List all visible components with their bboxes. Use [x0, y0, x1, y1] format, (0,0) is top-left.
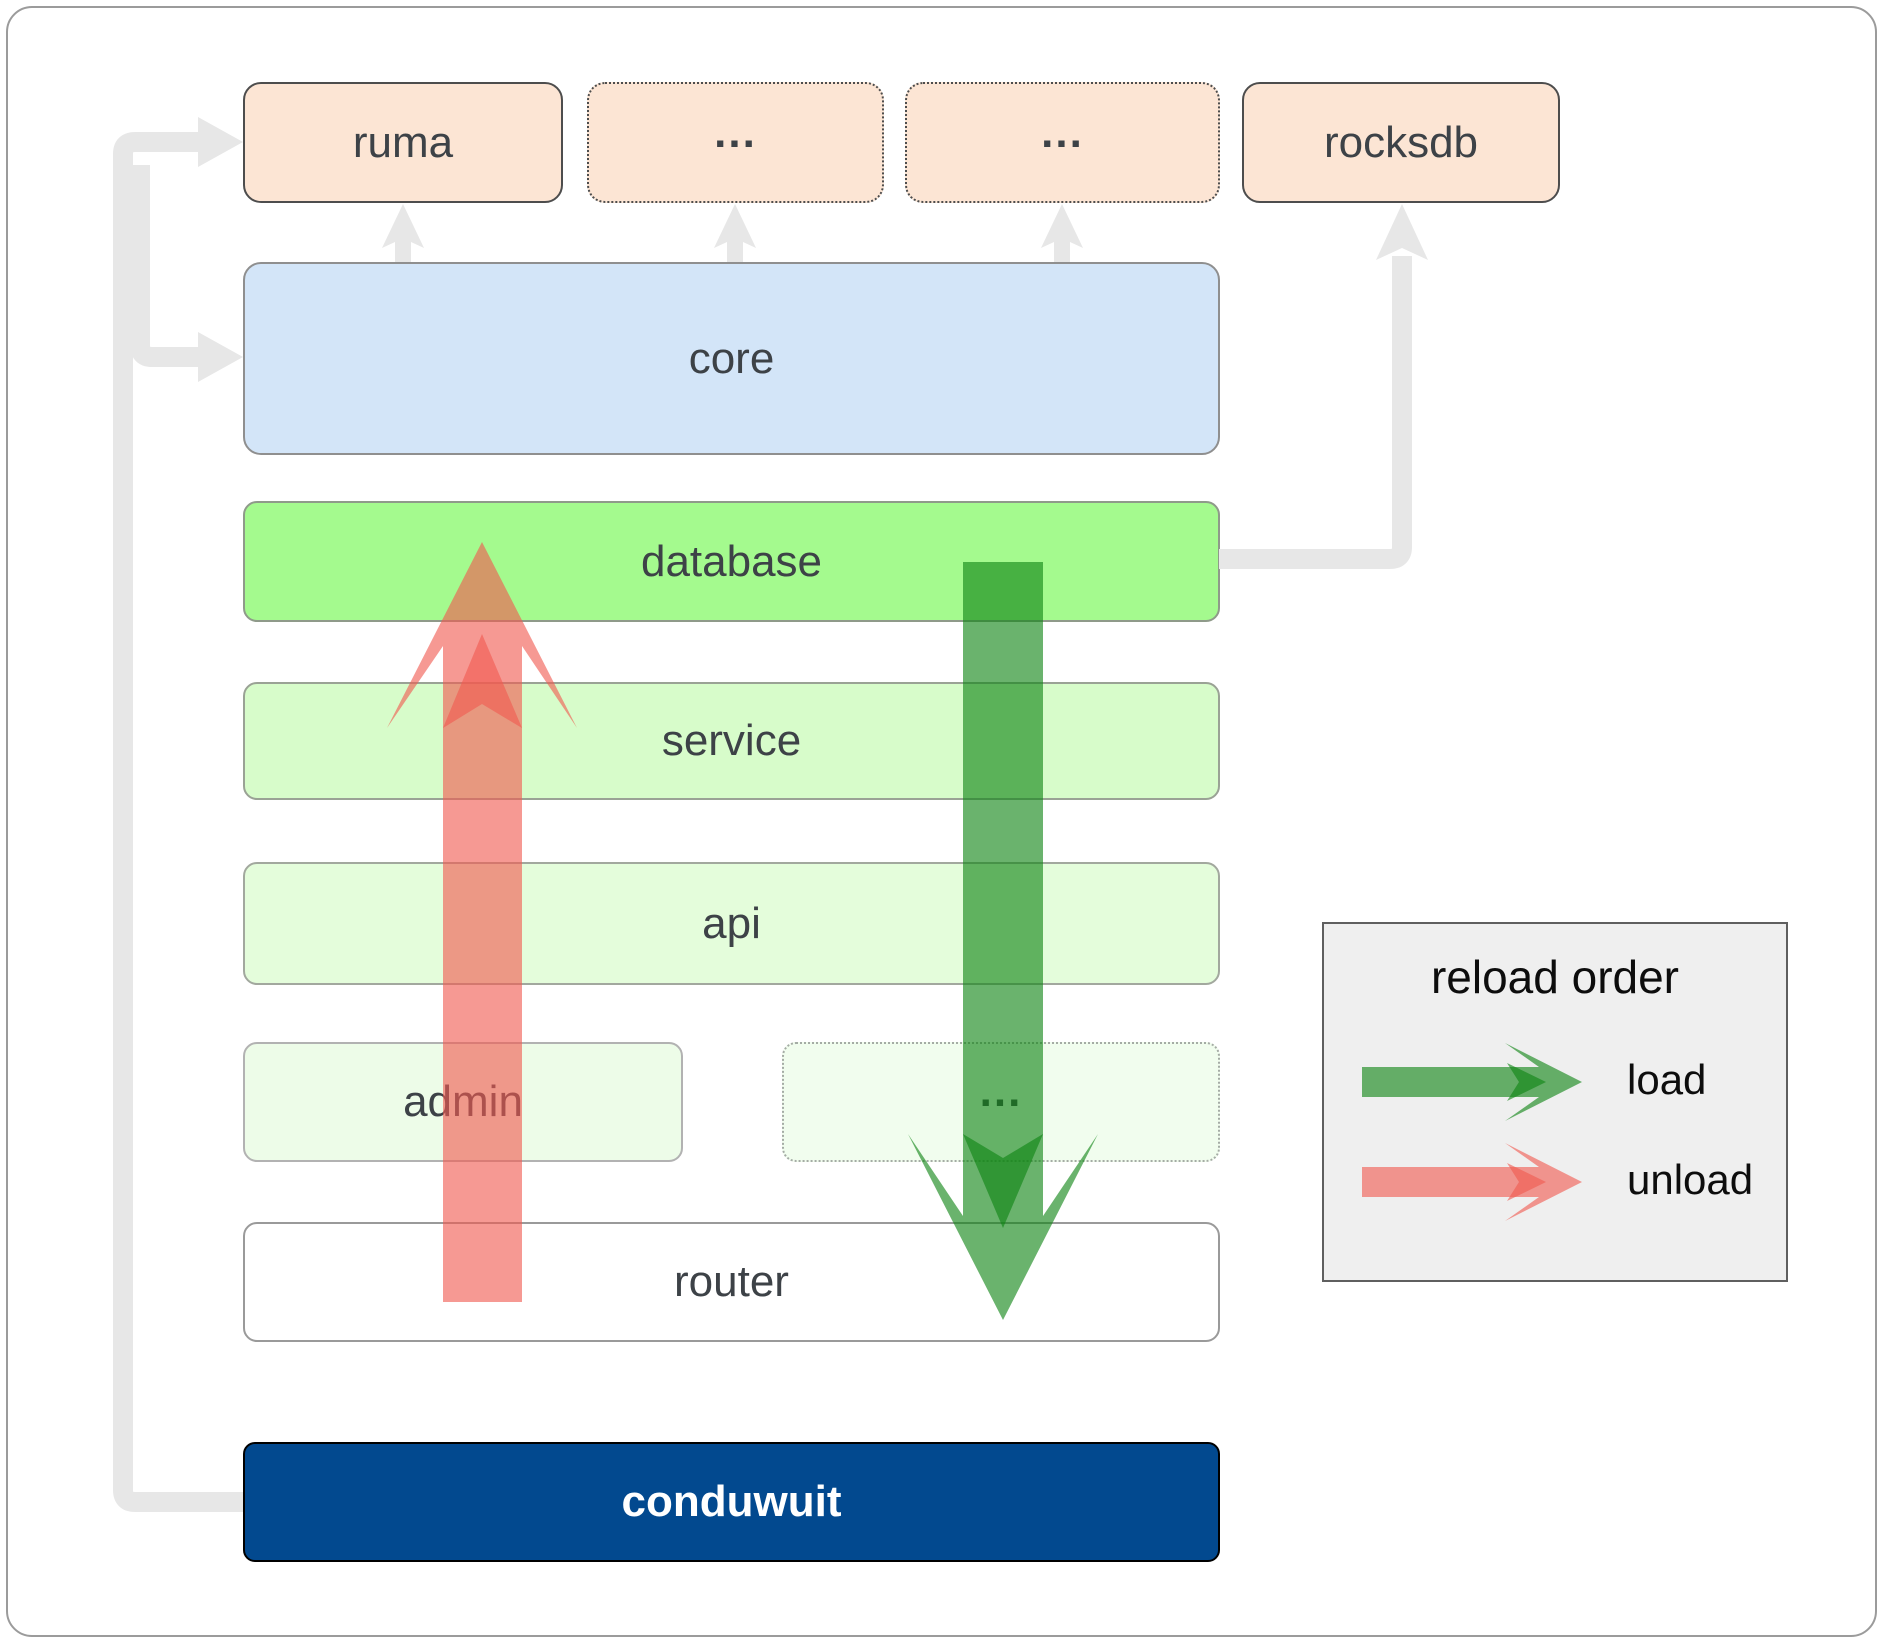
- box-core: core: [243, 262, 1220, 455]
- box-ellipsis-middle-label: ...: [979, 1067, 1023, 1116]
- box-database-label: database: [640, 536, 823, 586]
- box-api-label: api: [702, 898, 761, 948]
- diagram-frame: [6, 6, 1877, 1637]
- box-rocksdb: rocksdb: [1242, 82, 1560, 203]
- legend-title: reload order: [1430, 951, 1680, 1003]
- box-ellipsis-top-2-label: ...: [1041, 107, 1084, 157]
- box-service: service: [243, 682, 1220, 800]
- legend-unload-label: unload: [1627, 1156, 1754, 1203]
- box-router-label: router: [674, 1257, 789, 1306]
- box-service-label: service: [661, 716, 802, 765]
- box-router: router: [243, 1222, 1220, 1342]
- legend-load-label: load: [1627, 1056, 1707, 1103]
- box-ellipsis-middle: ...: [782, 1042, 1220, 1162]
- box-conduwuit: conduwuit: [243, 1442, 1220, 1562]
- box-conduwuit-label: conduwuit: [621, 1477, 842, 1526]
- box-admin-label: admin: [403, 1077, 523, 1126]
- box-api: api: [243, 862, 1220, 985]
- box-ellipsis-top-2: ...: [905, 82, 1220, 203]
- box-rocksdb-label: rocksdb: [1323, 117, 1479, 167]
- box-ellipsis-top-1-label: ...: [714, 107, 757, 157]
- box-admin: admin: [243, 1042, 683, 1162]
- box-ruma-label: ruma: [352, 117, 454, 167]
- box-ruma: ruma: [243, 82, 563, 203]
- box-database: database: [243, 501, 1220, 622]
- box-ellipsis-top-1: ...: [587, 82, 884, 203]
- box-core-label: core: [688, 333, 775, 383]
